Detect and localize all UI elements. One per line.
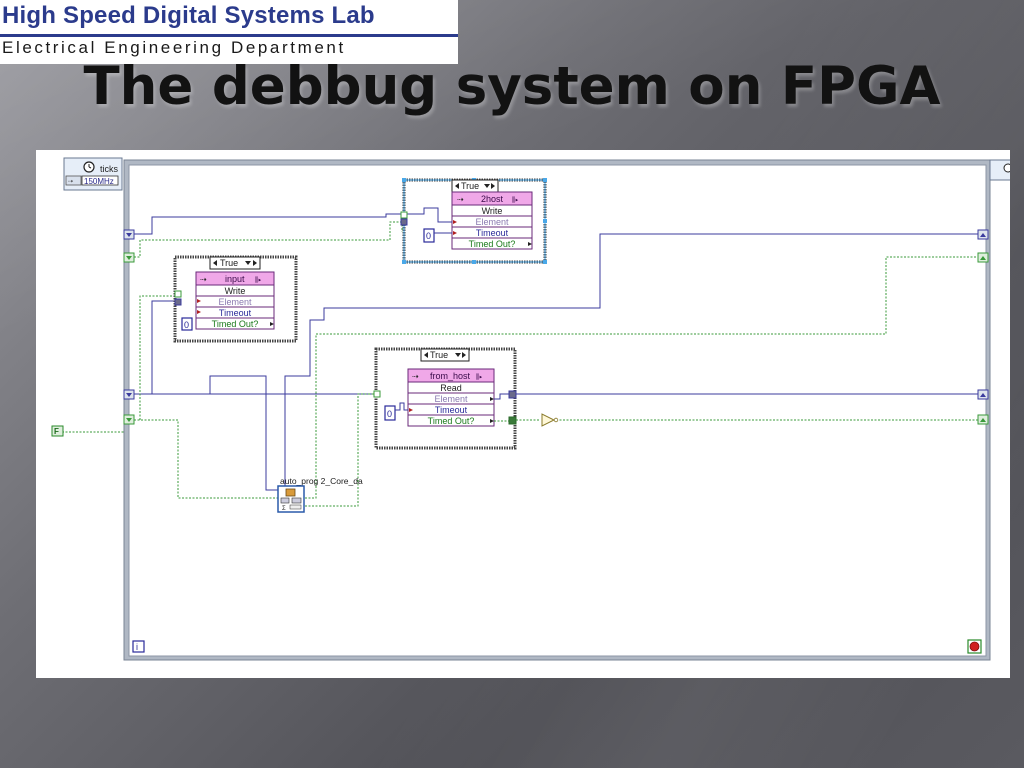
fifo-name-input: input [225, 274, 245, 284]
timeout-const-from-host[interactable] [384, 405, 396, 421]
block-diagram: ticks ⇢ 150MHz [51, 157, 1013, 661]
svg-text:True: True [461, 181, 479, 191]
timeout-const-2host[interactable] [423, 228, 435, 243]
svg-text:⇢: ⇢ [68, 179, 73, 185]
prev-case-icon[interactable] [424, 352, 428, 358]
left-shift-registers [123, 229, 135, 425]
wire-bool-2host[interactable] [134, 221, 404, 258]
svg-text:⇢: ⇢ [457, 195, 464, 204]
svg-text:Timed Out?: Timed Out? [469, 239, 516, 249]
lab-logo-divider [0, 34, 458, 37]
right-shift-registers [977, 229, 989, 425]
case-structure-input[interactable]: True ⇢ input ⫼▸ Write Element Timeout Ti… [173, 255, 298, 343]
svg-text:⫼▸: ⫼▸ [512, 196, 518, 204]
svg-text:Element: Element [434, 394, 468, 404]
timeout-const-input[interactable] [181, 317, 193, 331]
svg-text:⇢: ⇢ [200, 275, 207, 284]
case-dropdown-icon[interactable] [245, 261, 251, 265]
ticks-label: ticks [100, 164, 119, 174]
svg-text:Σ: Σ [282, 506, 286, 512]
clock-icon-right [1003, 163, 1013, 173]
svg-text:Timed Out?: Timed Out? [212, 319, 259, 329]
lab-logo-title: High Speed Digital Systems Lab [2, 2, 375, 29]
svg-text:0: 0 [184, 320, 189, 330]
svg-text:0: 0 [387, 409, 392, 419]
wire-num-to-2host[interactable] [134, 213, 404, 235]
svg-text:Timeout: Timeout [219, 308, 252, 318]
wire-bool-fromhost[interactable] [305, 393, 378, 507]
svg-text:Element: Element [475, 217, 509, 227]
wire-bool-right[interactable] [305, 256, 978, 499]
false-constant[interactable] [51, 425, 64, 437]
stop-icon [969, 641, 980, 652]
svg-text:⫼▸: ⫼▸ [476, 373, 482, 381]
iteration-terminal[interactable] [132, 640, 145, 653]
prev-case-icon[interactable] [213, 260, 217, 266]
svg-text:Timed Out?: Timed Out? [428, 416, 475, 426]
svg-text:F: F [54, 427, 59, 436]
wire-num-to-subvi[interactable] [209, 375, 280, 491]
not-gate[interactable] [541, 413, 556, 427]
svg-text:0: 0 [426, 231, 431, 241]
subvi-auto-prog[interactable]: Σ [277, 485, 305, 513]
wire-num-to-right[interactable] [284, 233, 978, 490]
fifo-method-2host: Write [482, 206, 503, 216]
lab-logo-subtitle: Electrical Engineering Department [2, 38, 346, 57]
clock-source-box[interactable] [81, 175, 119, 186]
svg-text:i: i [136, 642, 138, 652]
svg-text:Timeout: Timeout [476, 228, 509, 238]
subvi-chip-icon [285, 488, 296, 497]
fifo-name-from-host: from_host [430, 371, 471, 381]
fifo-method-input: Write [225, 286, 246, 296]
svg-text:Timeout: Timeout [435, 405, 468, 415]
block-diagram-screenshot: ticks ⇢ 150MHz [36, 150, 1013, 678]
case-dropdown-icon[interactable] [455, 353, 461, 357]
next-case-icon[interactable] [462, 352, 466, 358]
lab-logo: High Speed Digital Systems Lab Electrica… [0, 0, 458, 64]
subvi-label: auto_prog 2_Core_da [280, 476, 363, 486]
wire-bool-subvi[interactable] [134, 419, 280, 499]
svg-text:⇢: ⇢ [412, 372, 419, 381]
clock-source-icon [65, 175, 82, 186]
case-structure-from-host[interactable]: True ⇢ from_host ⫼▸ Read Element Timeout… [373, 347, 517, 450]
timed-loop-interior [128, 164, 987, 657]
case-selector-from-host[interactable] [420, 348, 470, 362]
wires [62, 213, 978, 507]
case-selector-input[interactable] [209, 256, 261, 270]
svg-text:True: True [220, 258, 238, 268]
svg-text:True: True [430, 350, 448, 360]
svg-text:Element: Element [218, 297, 252, 307]
slide-title: The debbug system on FPGA [83, 56, 941, 117]
case-structure-2host[interactable]: True ⇢ 2host ⫼▸ Write Element Timeout Ti… [400, 178, 547, 264]
clock-rate-label: 150MHz [84, 177, 114, 186]
wire-num-to-input[interactable] [151, 300, 178, 394]
next-case-icon[interactable] [491, 183, 495, 189]
svg-text:⫼▸: ⫼▸ [255, 276, 261, 284]
wire-bool-input[interactable] [139, 295, 178, 420]
case-dropdown-icon[interactable] [484, 184, 490, 188]
next-case-icon[interactable] [253, 260, 257, 266]
fifo-name-2host: 2host [481, 194, 504, 204]
fifo-method-from-host: Read [440, 383, 462, 393]
prev-case-icon[interactable] [455, 183, 459, 189]
